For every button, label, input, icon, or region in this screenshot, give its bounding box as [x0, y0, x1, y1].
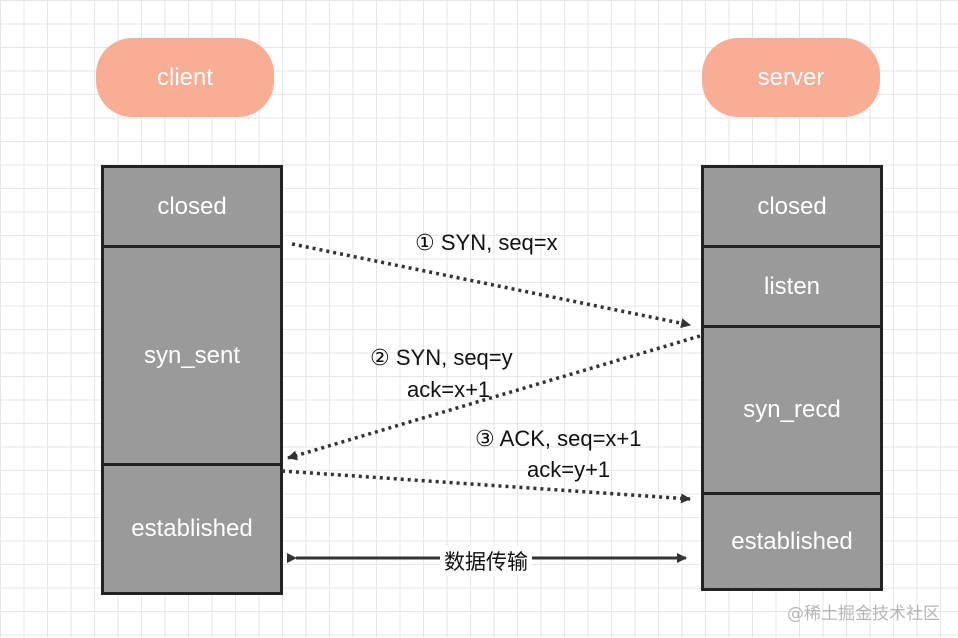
- syn-arrow: [291, 242, 691, 329]
- server-state-listen: listen: [704, 248, 880, 328]
- client-title: client: [96, 38, 274, 117]
- client-state-syn-sent: syn_sent: [104, 248, 280, 466]
- server-state-established: established: [731, 527, 853, 555]
- watermark: @稀土掘金技术社区: [787, 604, 940, 624]
- message-2-text: SYN, seq=y: [395, 345, 513, 370]
- server-state-syn-recd: syn_recd: [704, 328, 880, 495]
- message-1-label: ① SYN, seq=x: [415, 228, 558, 258]
- ack-arrow: [281, 469, 691, 504]
- message-3-text: ACK, seq=x+1: [499, 426, 642, 451]
- data-transfer-label: 数据传输: [440, 546, 532, 576]
- server-state-closed: closed: [704, 168, 880, 248]
- message-1-text: SYN, seq=x: [440, 230, 558, 255]
- message-2-label: ② SYN, seq=y: [370, 343, 513, 373]
- client-state-closed: closed: [104, 168, 280, 248]
- message-2-line2: ack=x+1: [407, 377, 491, 402]
- syn-ack-arrow: [287, 334, 701, 461]
- message-3-line2: ack=y+1: [527, 457, 611, 482]
- server-state-column: closed listen syn_recd established: [701, 165, 883, 591]
- message-3-label: ③ ACK, seq=x+1: [475, 424, 642, 454]
- message-3-step: ③: [475, 426, 495, 451]
- client-state-established: established: [131, 515, 253, 542]
- message-1-step: ①: [415, 230, 435, 255]
- server-title: server: [702, 38, 880, 117]
- message-2-step: ②: [370, 345, 390, 370]
- client-state-column: closed syn_sent established: [101, 165, 283, 595]
